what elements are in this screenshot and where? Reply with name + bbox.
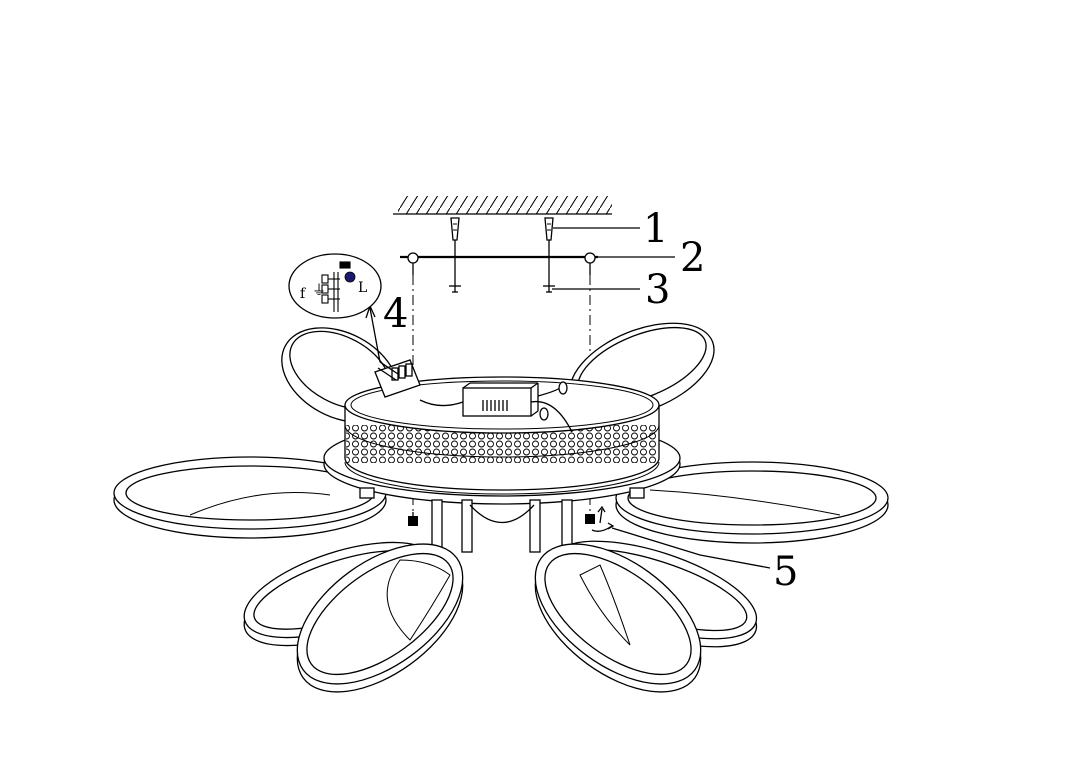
canopy-drum xyxy=(344,376,660,495)
screw-left xyxy=(449,240,461,293)
detail-inset-wiring: f ⏚ L xyxy=(288,253,382,363)
wall-plug-right xyxy=(544,217,554,241)
petal-left xyxy=(113,456,387,539)
screw-right xyxy=(543,240,555,293)
petal-front-inner-left xyxy=(296,543,464,693)
led-driver xyxy=(419,381,573,433)
callout-2: 2 xyxy=(680,235,705,281)
callout-4: 4 xyxy=(383,291,408,337)
wall-plug-left xyxy=(450,217,460,241)
callout-1: 1 xyxy=(643,206,668,252)
cap-nut-right xyxy=(585,505,615,532)
callout-5: 5 xyxy=(773,549,798,595)
petal-right xyxy=(615,461,889,544)
inset-glyph-ground: ⏚ xyxy=(312,283,326,299)
mounting-bracket xyxy=(400,252,598,275)
callout-3: 3 xyxy=(645,267,670,313)
inset-glyph-l: L xyxy=(358,280,367,296)
petal-front-inner-right xyxy=(534,543,702,693)
ceiling xyxy=(393,196,612,215)
cap-nut-left xyxy=(408,512,418,526)
inset-glyph-f: f xyxy=(300,286,307,302)
canopy-stems xyxy=(359,487,645,553)
terminal-block xyxy=(374,359,421,398)
leader-lines xyxy=(552,227,771,569)
